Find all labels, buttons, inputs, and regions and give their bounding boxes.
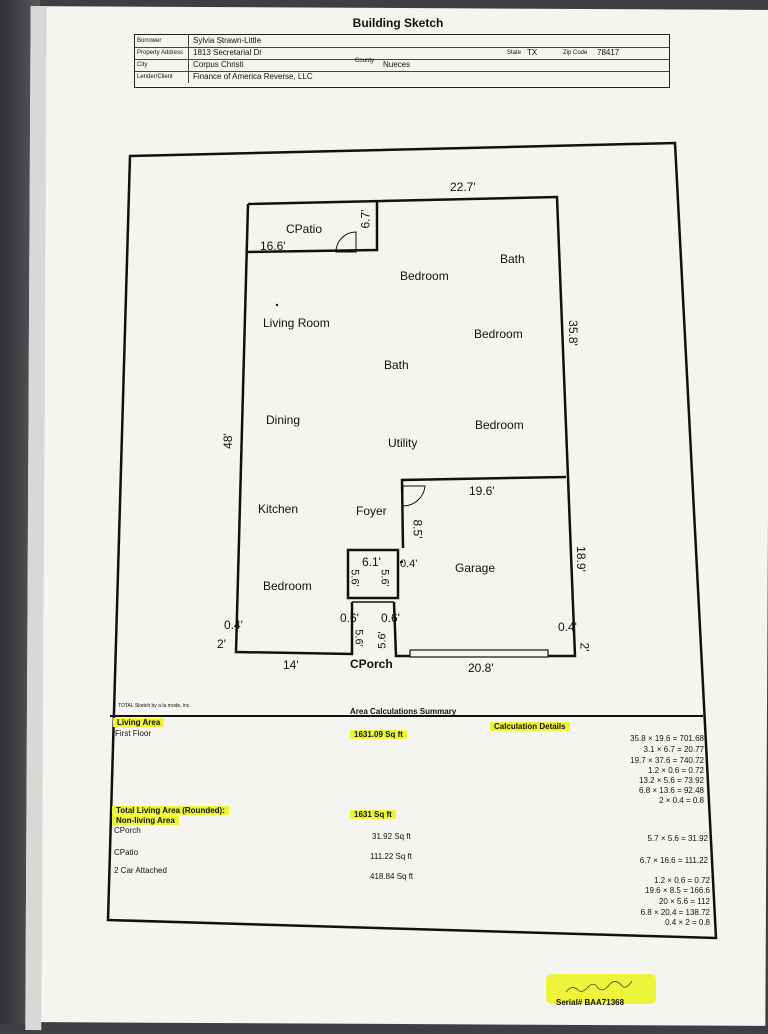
total-living-label: Total Living Area (Rounded):: [112, 806, 229, 815]
dim-garage-left: 8.5': [410, 519, 425, 539]
room-bedroom-mid-right: Bedroom: [475, 418, 524, 432]
garage-door: [409, 649, 549, 658]
county-value: Nueces: [383, 60, 411, 69]
header-row-borrower: Borrower Sylvia Strawn-Little: [135, 35, 669, 48]
calc-garage-3: 20 × 5.6 = 112: [658, 897, 710, 906]
header-row-address: Property Address 1813 Secretarial Dr Sta…: [135, 47, 669, 60]
room-bedroom-top: Bedroom: [400, 269, 449, 283]
dim-right-notch: 0.4': [558, 620, 577, 634]
calc-garage-2: 19.6 × 8.5 = 166.6: [645, 886, 710, 895]
garage-door-swing: [402, 485, 426, 507]
room-dining: Dining: [266, 413, 301, 427]
sheet-title: Building Sketch: [352, 16, 444, 30]
dim-bottom-right: 20.8': [468, 661, 494, 675]
dim-closet-top: 6.1': [362, 555, 381, 569]
patio-outline: [245, 202, 379, 254]
dim-porch-right-w: 0.6': [381, 611, 400, 625]
calc-cpatio: 6.7 × 16.6 = 111.22: [639, 856, 708, 865]
room-bedroom-right: Bedroom: [474, 327, 523, 341]
porch-outline-right: [392, 601, 410, 658]
room-cpatio: CPatio: [286, 222, 323, 236]
calc-living-3: 19.7 × 37.6 = 740.72: [630, 756, 704, 765]
zip-label: Zip Code: [563, 50, 588, 56]
cpatio-label: CPatio: [114, 848, 139, 857]
garage-area-value: 418.84 Sq ft: [370, 872, 414, 881]
calc-details-label: Calculation Details: [490, 722, 570, 731]
lender-value: Finance of America Reverse, LLC: [193, 72, 313, 81]
building-outline-left: [234, 203, 354, 656]
calc-garage-4: 6.8 × 20.4 = 138.72: [640, 908, 710, 917]
garage-outline: [400, 475, 567, 549]
state-label: State: [507, 50, 522, 56]
dim-right-upper: 35.8': [565, 320, 580, 346]
dim-garage-top: 19.6': [469, 484, 495, 498]
room-bath-top: Bath: [500, 252, 525, 266]
calc-living-2: 3.1 × 6.7 = 20.77: [643, 745, 705, 754]
county-label: County: [355, 58, 375, 64]
dim-left: 48': [220, 433, 235, 449]
zip-value: 78417: [597, 48, 620, 57]
calc-living-5: 13.2 × 5.6 = 73.92: [639, 776, 704, 785]
borrower-value: Sylvia Strawn-Little: [193, 36, 262, 45]
cporch-label: CPorch: [114, 826, 141, 835]
calc-cporch: 5.7 × 5.6 = 31.92: [647, 834, 709, 843]
page-frame: [106, 141, 718, 940]
dim-patio-width: 16.6': [260, 239, 286, 253]
calc-garage-5: 0.4 × 2 = 0.8: [665, 918, 710, 927]
header-row-lender: Lender/Client Finance of America Reverse…: [135, 71, 669, 83]
dim-garage-right: 18.9': [573, 546, 588, 572]
dim-left-notch: 0.4': [224, 618, 243, 632]
city-label: City: [135, 59, 189, 71]
cpatio-value: 111.22 Sq ft: [370, 852, 412, 861]
garage-area-label: 2 Car Attached: [114, 866, 167, 875]
closet-outline: [346, 548, 400, 600]
state-value: TX: [527, 48, 538, 57]
room-foyer: Foyer: [356, 504, 387, 518]
city-value: Corpus Christi: [193, 60, 244, 69]
first-floor-value: 1631.09 Sq ft: [350, 730, 407, 739]
living-area-label: Living Area: [113, 718, 165, 727]
lender-label: Lender/Client: [135, 71, 189, 83]
patio-door-swing: [335, 231, 357, 253]
serial-number: Serial# BAA71368: [556, 998, 625, 1007]
header-table: Borrower Sylvia Strawn-Little Property A…: [134, 34, 670, 88]
cporch-value: 31.92 Sq ft: [372, 832, 411, 841]
room-bath-mid: Bath: [384, 358, 409, 372]
dim-patio-height: 6.7': [358, 209, 373, 229]
room-cporch: CPorch: [350, 657, 393, 671]
first-floor-label: First Floor: [115, 729, 151, 738]
dim-left-notch-h: 2': [217, 637, 226, 651]
room-living-room: Living Room: [263, 316, 330, 330]
building-outline-right: [247, 195, 577, 658]
address-value: 1813 Secretarial Dr: [193, 48, 262, 57]
calc-living-1: 35.8 × 19.6 = 701.68: [630, 734, 704, 743]
non-living-label: Non-living Area: [112, 816, 179, 825]
dim-closet-left: 5.6': [348, 569, 361, 587]
dim-right-notch-h: 2': [577, 642, 592, 652]
summary-title: Area Calculations Summary: [350, 707, 457, 716]
room-garage: Garage: [455, 561, 496, 575]
calc-living-7: 2 × 0.4 = 0.8: [659, 796, 704, 805]
dim-closet-small: 0.4': [400, 558, 418, 570]
borrower-label: Borrower: [135, 35, 189, 47]
plan-dot: [275, 303, 279, 307]
header-row-city: City Corpus Christi County Nueces: [135, 58, 669, 72]
calc-living-6: 6.8 × 13.6 = 92.48: [639, 786, 704, 795]
dim-porch-left-h: 5.6': [352, 629, 365, 647]
room-kitchen: Kitchen: [258, 502, 299, 516]
address-label: Property Address: [135, 47, 189, 59]
dim-closet-right: 5.6': [378, 569, 391, 587]
sketch-credit: TOTAL Sketch by a la mode, inc.: [118, 703, 191, 709]
dim-porch-right-h: 5.6': [376, 631, 389, 649]
room-bedroom-bottom: Bedroom: [263, 579, 312, 593]
total-living-value: 1631 Sq ft: [350, 810, 396, 819]
dim-top: 22.7': [450, 180, 476, 194]
dim-bottom-left: 14': [283, 658, 299, 672]
calc-garage-1: 1.2 × 0.6 = 0.72: [653, 876, 710, 885]
dim-porch-left-w: 0.6': [340, 611, 359, 625]
room-utility: Utility: [388, 436, 418, 450]
calc-living-4: 1.2 × 0.6 = 0.72: [647, 766, 704, 775]
